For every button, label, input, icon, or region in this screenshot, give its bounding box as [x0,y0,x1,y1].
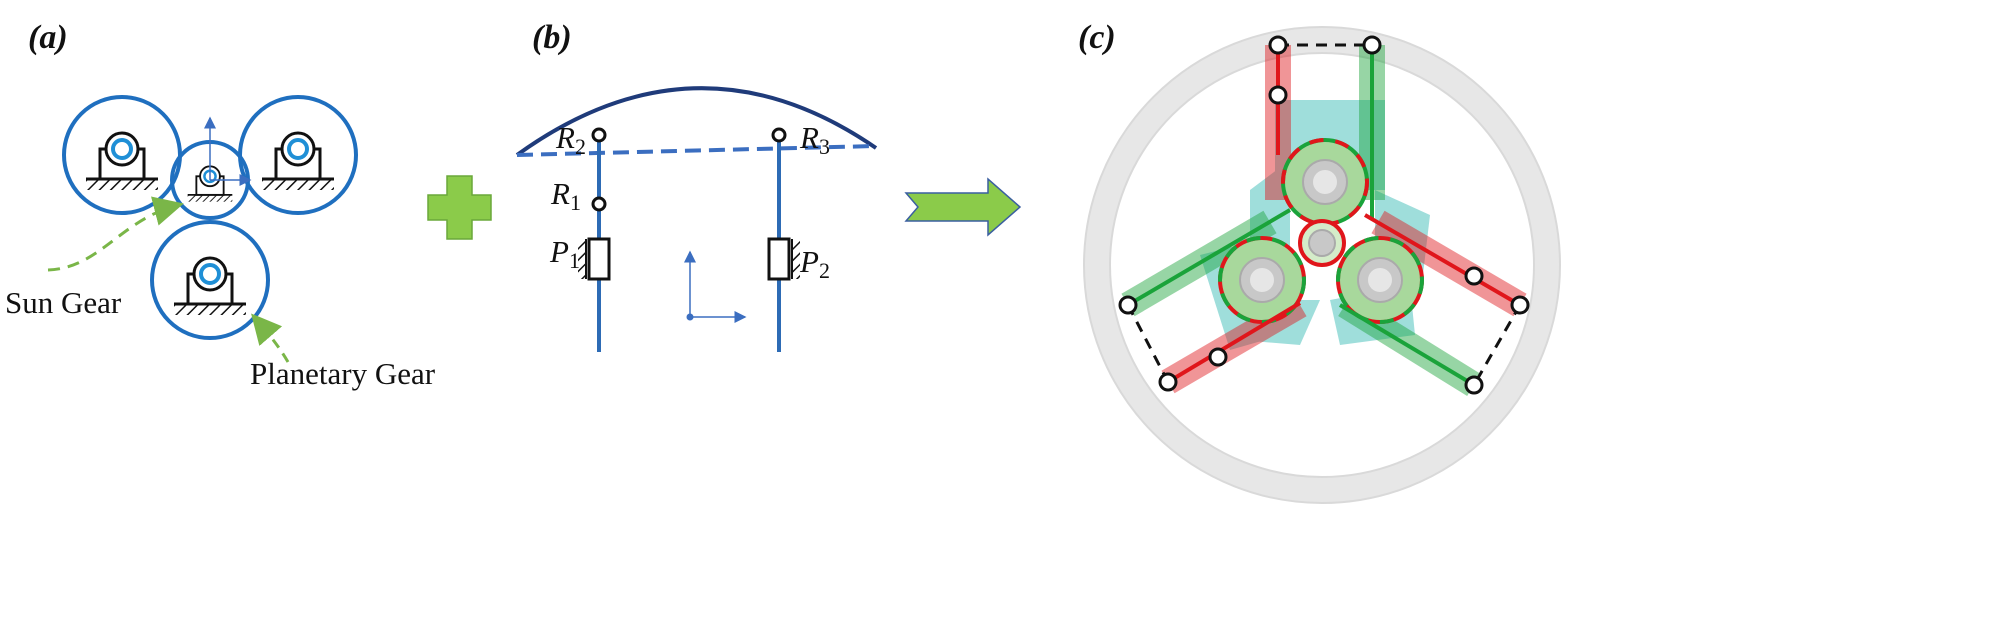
panel-c: (c) [1078,19,1561,504]
label-r3: R3 [799,120,830,159]
label-r2: R2 [555,120,586,159]
left-gear [1218,236,1306,324]
panel-a: (a) Sun Gear Planetary Gear [5,19,436,391]
sun-gear [170,116,252,220]
label-p2: P2 [799,244,830,283]
sun-gear-label: Sun Gear [5,285,122,320]
planetary-gear-callout-line [251,313,290,363]
panel-b: (b) R2 R3 R1 P1 P2 [515,19,878,352]
gear-left [62,95,182,215]
closure-lines [1126,43,1522,386]
outer-ring [1084,27,1560,503]
gear-bottom [150,220,270,340]
joint-r3 [771,127,787,143]
sun-gear-callout-line [47,196,184,272]
planetary-gear-label: Planetary Gear [250,356,436,391]
joint-r1 [591,196,607,212]
arrow-right-icon [904,177,1022,237]
panel-a-label: (a) [28,19,68,56]
joint-circles [1118,35,1530,395]
panel-c-label: (c) [1078,19,1116,56]
joint-p2 [767,237,800,281]
link-lines [1126,45,1522,387]
right-gear [1336,236,1424,324]
joint-r2 [591,127,607,143]
panel-b-label: (b) [532,19,572,56]
joint-p1 [578,237,611,281]
top-gear [1281,138,1369,226]
label-r1: R1 [550,176,581,215]
platform-arc [515,86,878,157]
plus-icon [427,175,492,240]
platform-chord [516,144,877,157]
gear-right [238,95,358,215]
center-gear [1298,219,1346,267]
label-p1: P1 [549,234,580,273]
